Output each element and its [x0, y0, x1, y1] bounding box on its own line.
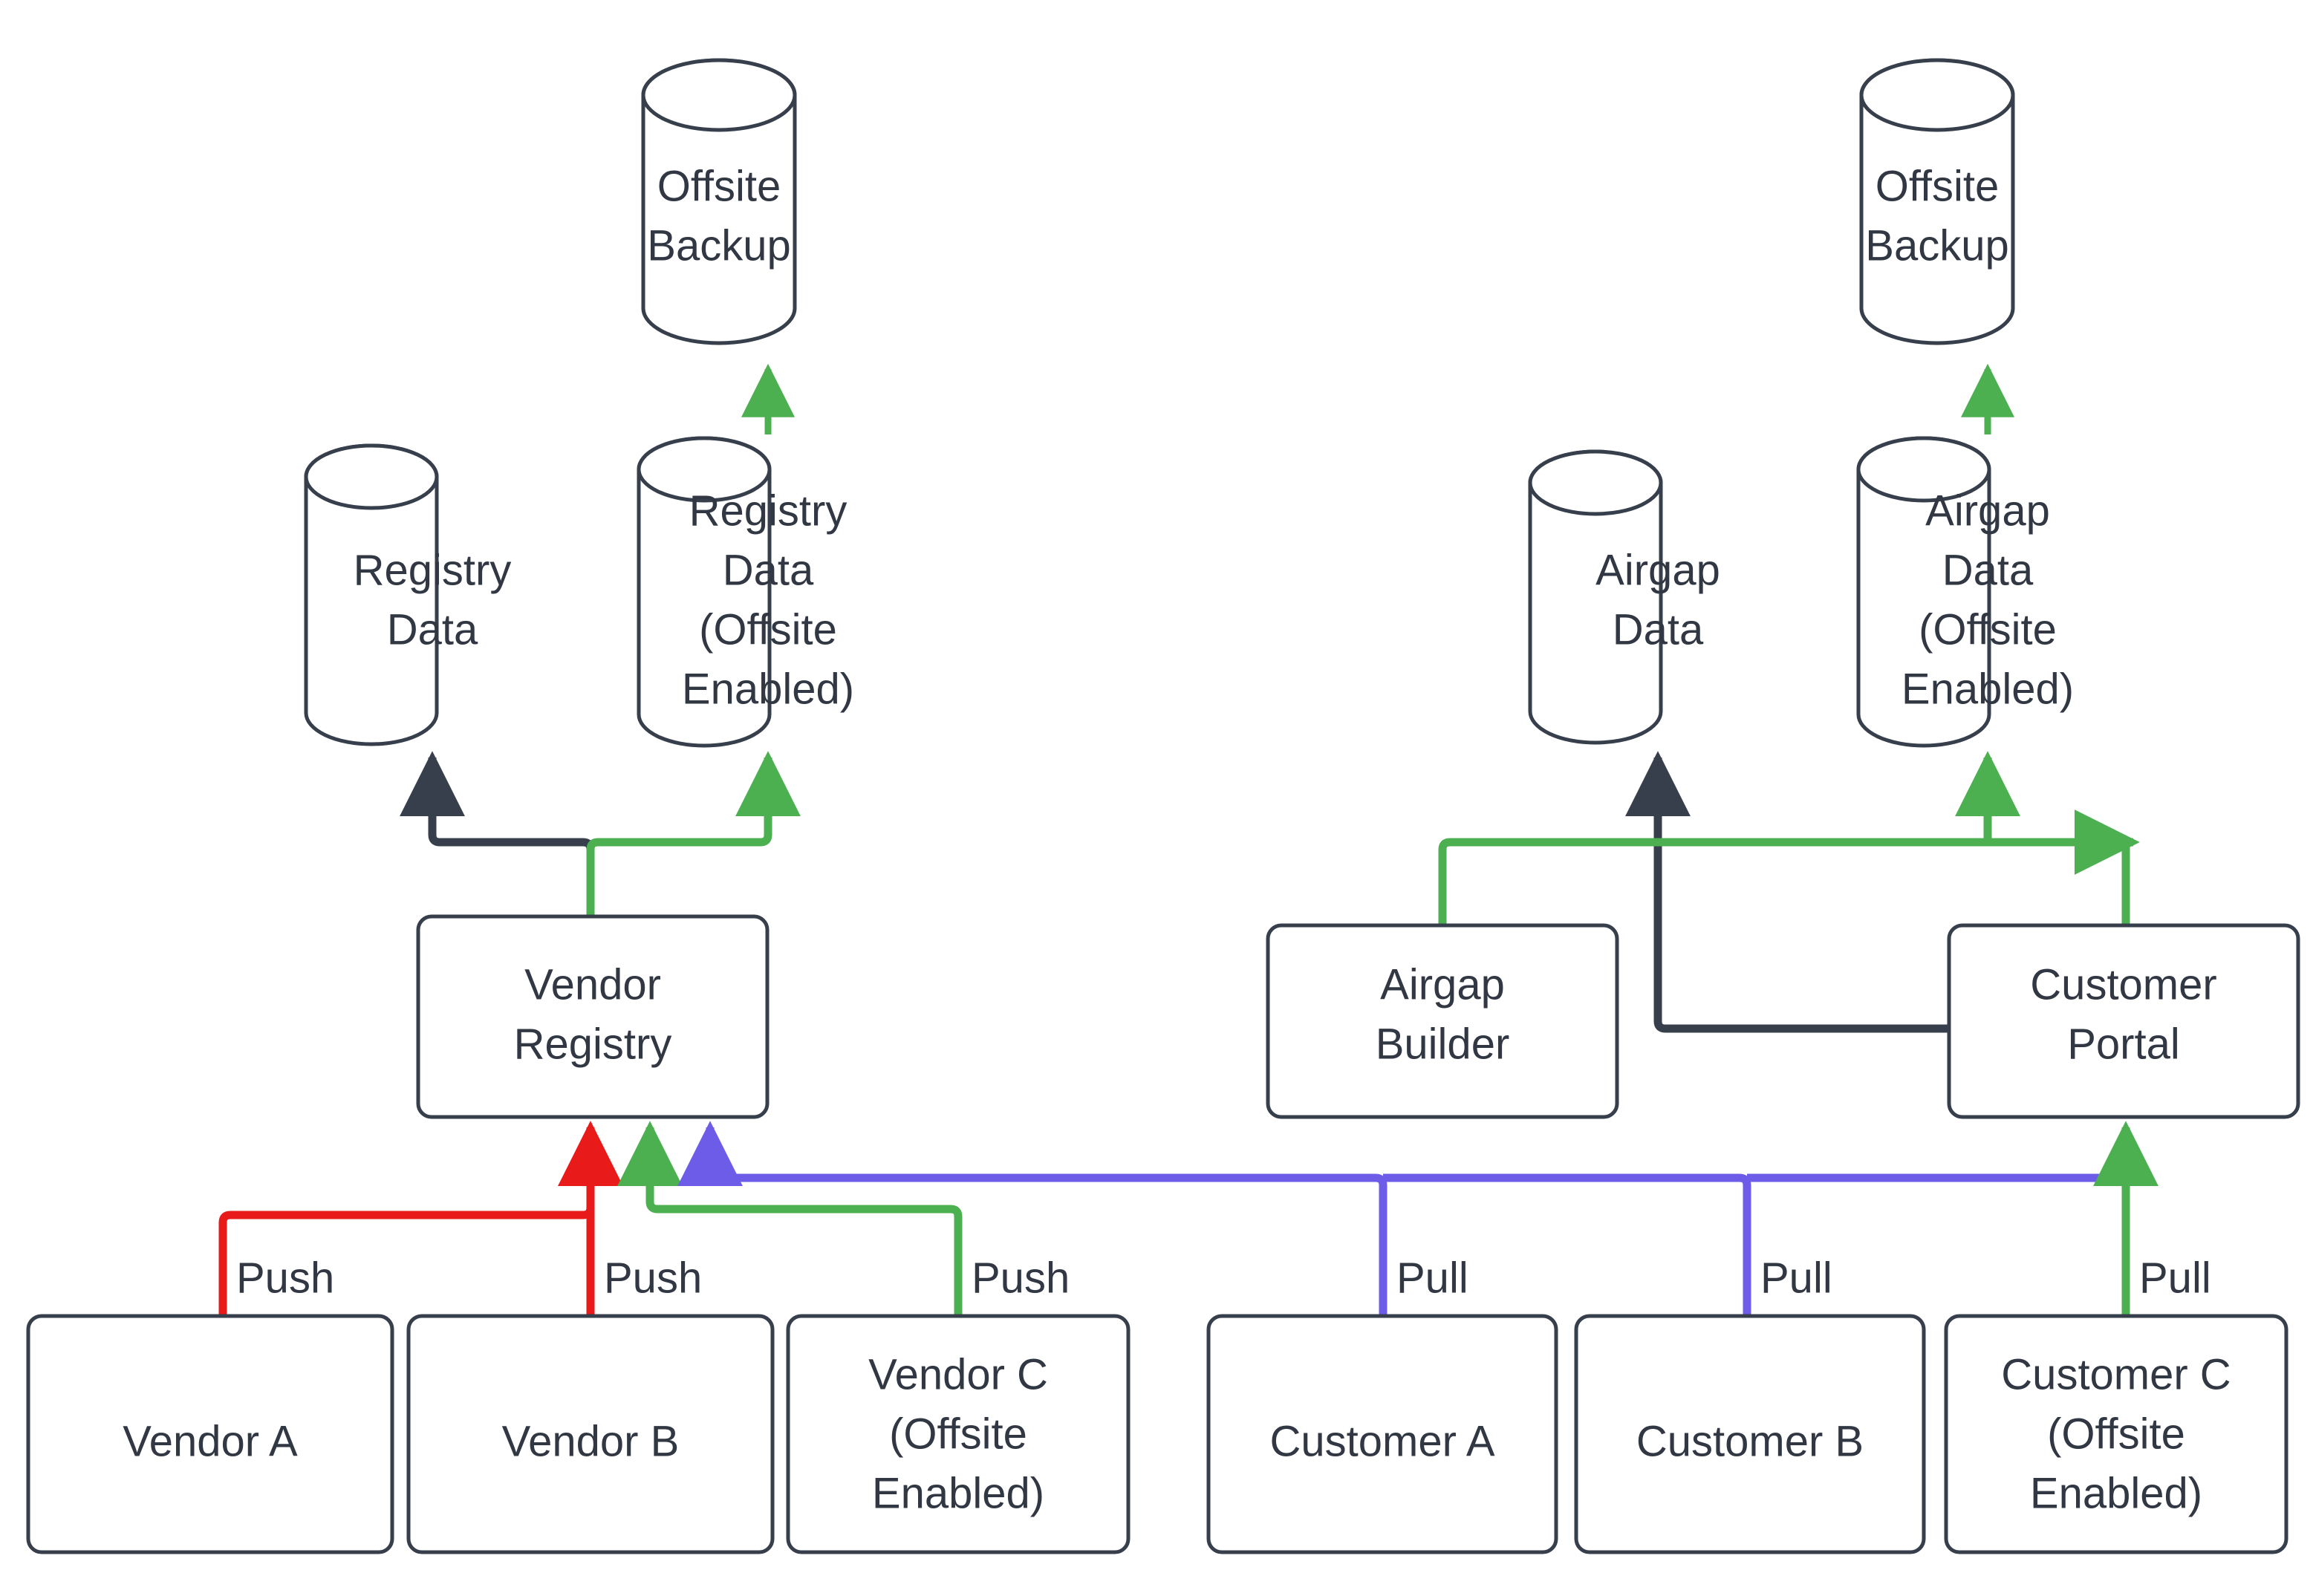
node-label-offsite-backup-right-line2: Backup [1865, 221, 2008, 270]
node-label-offsite-backup-right-line1: Offsite [1876, 162, 2000, 210]
edge-label-customer-c-pull: Pull [2139, 1254, 2211, 1302]
node-label-vendor-b: Vendor B [502, 1417, 680, 1465]
node-label-registry-data-offsite-line3: (Offsite [699, 605, 837, 654]
node-label-customer-c-line3: Enabled) [2030, 1469, 2202, 1517]
node-label-airgap-data-line1: Airgap [1595, 546, 1720, 594]
edge-label-vendor-b-push: Push [604, 1254, 702, 1302]
edge-registry-to-registry-data-offsite [586, 751, 801, 916]
node-vendor-registry[interactable]: Vendor Registry [416, 914, 770, 1119]
edge-label-vendor-a-push: Push [236, 1254, 334, 1302]
node-label-customer-b: Customer B [1636, 1417, 1864, 1465]
node-customer-a[interactable]: Customer A [1206, 1314, 1558, 1554]
node-label-airgap-builder-line2: Builder [1376, 1020, 1510, 1068]
node-label-registry-data-line2: Data [387, 605, 478, 654]
node-label-customer-c-line2: (Offsite [2047, 1410, 2185, 1458]
edge-label-customer-b-pull: Pull [1760, 1254, 1832, 1302]
node-airgap-data-offsite[interactable]: Airgap Data (Offsite Enabled) [1856, 436, 2074, 748]
node-label-customer-a: Customer A [1270, 1417, 1495, 1465]
edge-vendor-b-to-registry: Push [558, 1121, 702, 1316]
node-airgap-builder[interactable]: Airgap Builder [1266, 923, 1619, 1119]
node-label-airgap-builder-line1: Airgap [1380, 960, 1505, 1009]
node-label-customer-portal-line2: Portal [2067, 1020, 2180, 1068]
node-label-vendor-registry-line2: Registry [514, 1020, 672, 1068]
node-label-vendor-a: Vendor A [123, 1417, 298, 1465]
node-label-registry-data-line1: Registry [354, 546, 512, 594]
node-label-registry-data-offsite-line1: Registry [689, 486, 848, 535]
edge-airgap-builder-to-airgap-data-offsite [1438, 751, 2140, 925]
node-airgap-data[interactable]: Airgap Data [1528, 449, 1720, 745]
node-vendor-c[interactable]: Vendor C (Offsite Enabled) [786, 1314, 1131, 1554]
node-label-vendor-c-line1: Vendor C [868, 1350, 1048, 1398]
edge-customer-a-to-registry: Pull [677, 1121, 1468, 1316]
node-vendor-a[interactable]: Vendor A [26, 1314, 394, 1554]
node-customer-b[interactable]: Customer B [1574, 1314, 1926, 1554]
node-label-vendor-c-line2: (Offsite [889, 1410, 1027, 1458]
node-label-airgap-data-line2: Data [1613, 605, 1704, 654]
node-offsite-backup-right[interactable]: Offsite Backup [1859, 58, 2015, 345]
edge-vendor-a-to-registry: Push [218, 1121, 623, 1316]
node-customer-c[interactable]: Customer C (Offsite Enabled) [1944, 1314, 2288, 1554]
node-label-airgap-data-offsite-line2: Data [1942, 546, 2034, 594]
node-label-offsite-backup-left-line2: Backup [647, 221, 790, 270]
edge-registry-to-registry-data [400, 751, 595, 916]
node-label-airgap-data-offsite-line1: Airgap [1925, 486, 2050, 535]
edge-customer-b-to-registry: Pull [1383, 1173, 2126, 1316]
node-label-customer-c-line1: Customer C [2001, 1350, 2231, 1398]
node-registry-data-offsite[interactable]: Registry Data (Offsite Enabled) [637, 436, 854, 748]
node-customer-portal[interactable]: Customer Portal [1947, 923, 2300, 1119]
node-label-vendor-registry-line1: Vendor [524, 960, 661, 1009]
edge-customer-c-to-portal: Pull [2093, 1121, 2211, 1316]
edge-vendor-c-to-registry: Push [617, 1121, 1070, 1316]
edge-customer-portal-to-airgap-data [1625, 751, 1949, 1033]
node-label-offsite-backup-left-line1: Offsite [657, 162, 781, 210]
edge-label-vendor-c-push: Push [972, 1254, 1070, 1302]
node-registry-data[interactable]: Registry Data [304, 443, 512, 746]
node-label-registry-data-offsite-line2: Data [723, 546, 814, 594]
node-label-customer-portal-line1: Customer [2030, 960, 2216, 1009]
edge-label-customer-a-pull: Pull [1396, 1254, 1468, 1302]
node-vendor-b[interactable]: Vendor B [406, 1314, 775, 1554]
node-label-airgap-data-offsite-line4: Enabled) [1902, 665, 2074, 713]
node-offsite-backup-left[interactable]: Offsite Backup [641, 58, 797, 345]
node-label-airgap-data-offsite-line3: (Offsite [1919, 605, 2057, 654]
node-label-vendor-c-line3: Enabled) [872, 1469, 1044, 1517]
node-label-registry-data-offsite-line4: Enabled) [682, 665, 854, 713]
